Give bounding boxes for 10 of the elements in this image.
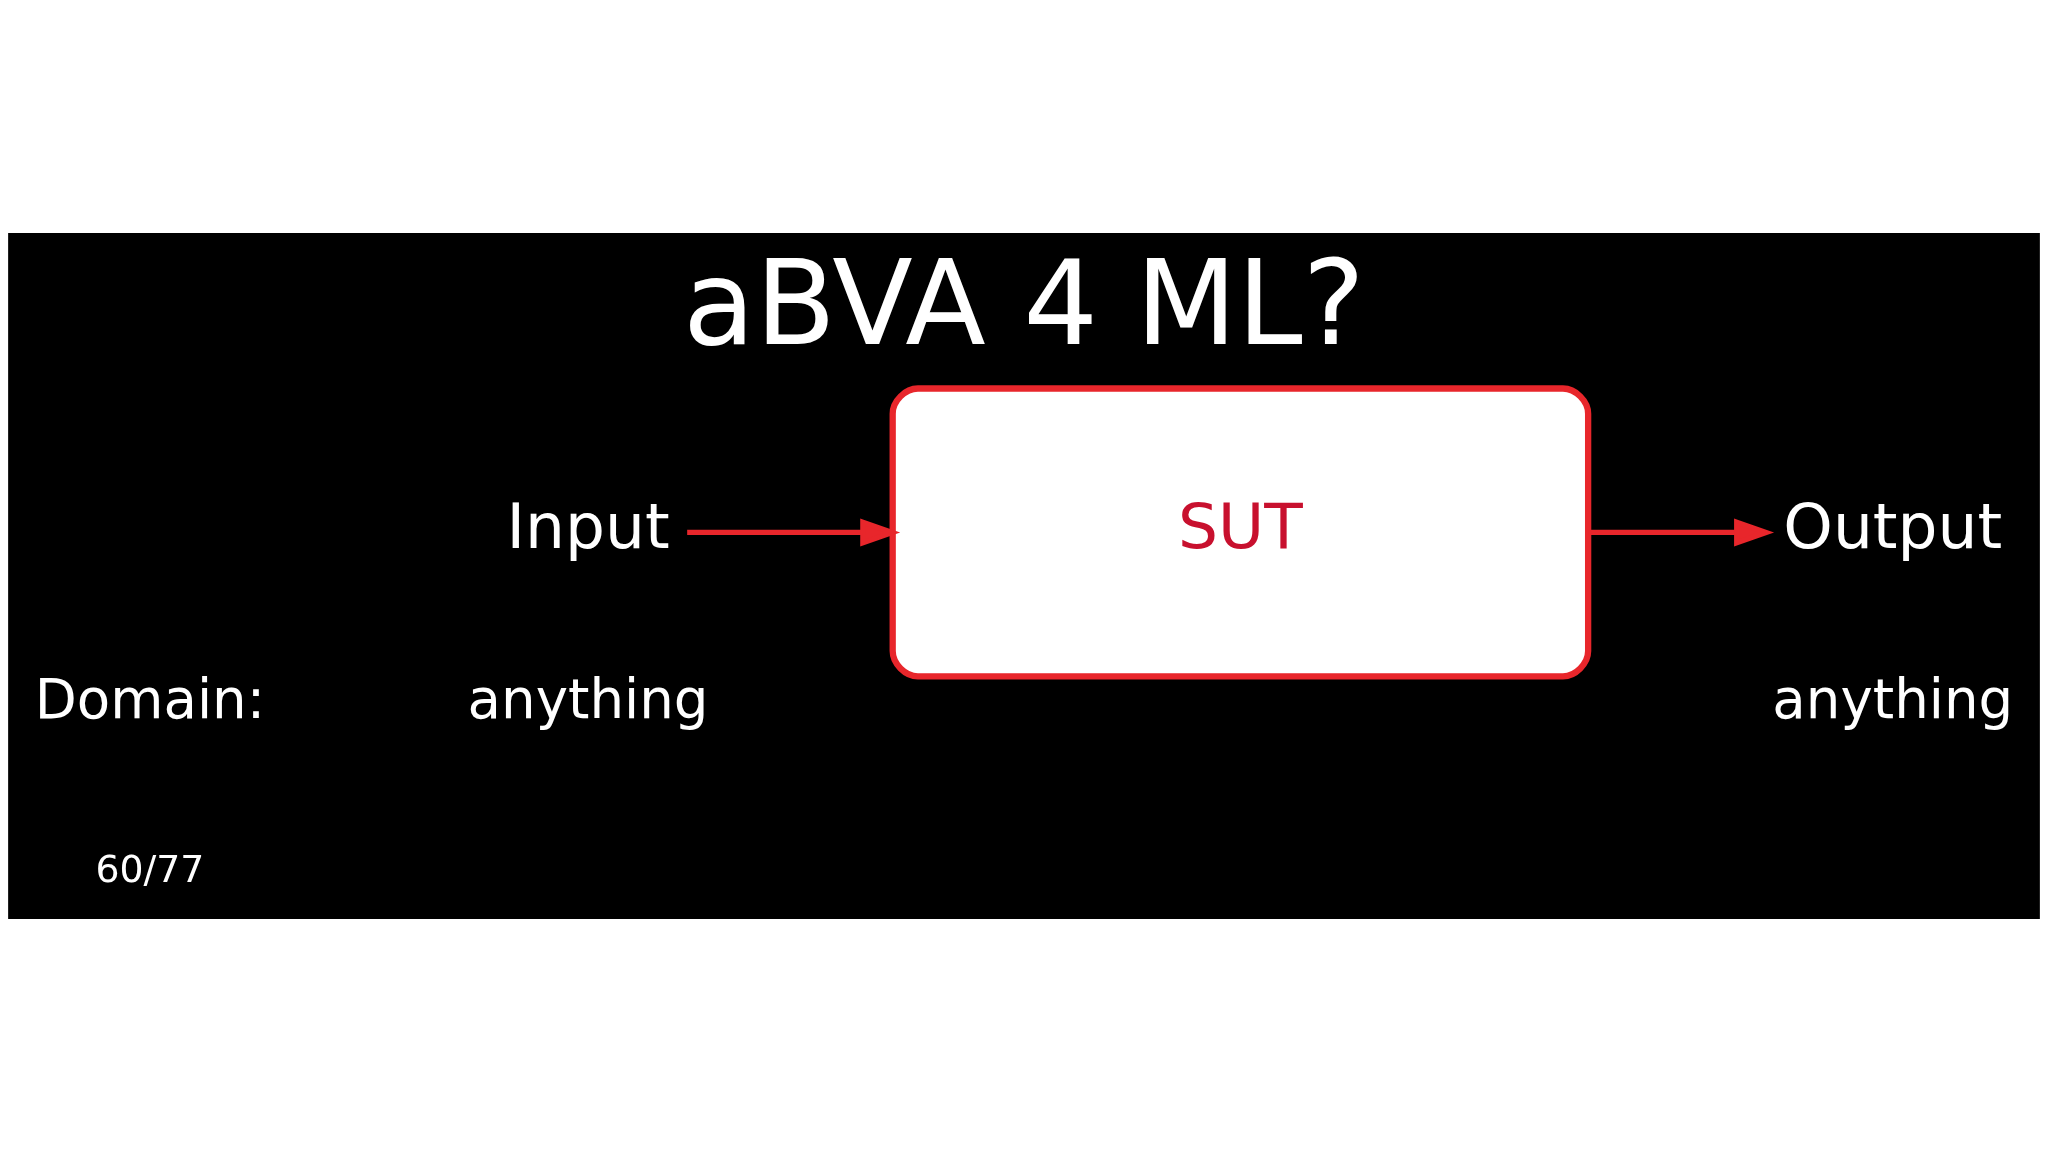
node-text: Output (1783, 489, 2003, 564)
label: anything (1772, 666, 2014, 731)
node-text: Input (506, 489, 670, 564)
label: 60/77 (95, 847, 205, 892)
arrow (1588, 518, 1775, 547)
diagram-title: aBVA 4 ML? (683, 234, 1365, 372)
label: anything (467, 666, 709, 731)
label: Domain: (34, 666, 266, 731)
node-box: SUT (889, 385, 1592, 680)
arrow (687, 518, 901, 547)
